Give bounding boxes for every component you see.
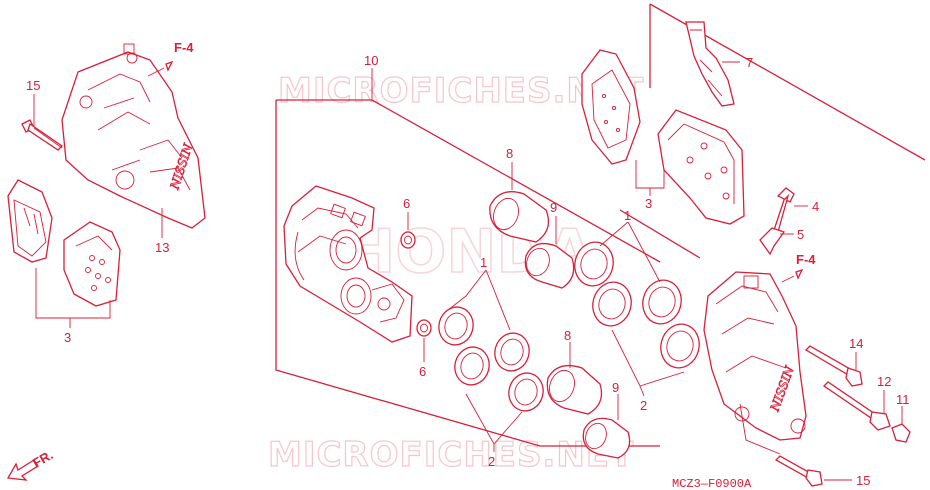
watermark-bottom: MICROFICHES.NET — [268, 435, 634, 475]
callout-10: 10 — [364, 53, 378, 68]
clip-5 — [759, 227, 786, 256]
seal-set-right — [574, 241, 700, 369]
callout-6-lower: 6 — [419, 364, 426, 379]
pin-4 — [773, 187, 795, 233]
callout-7: 7 — [746, 55, 753, 70]
right-pad-b — [657, 109, 745, 225]
plug-6-upper — [400, 231, 416, 249]
bolt-14 — [804, 345, 863, 387]
callout-9-lower: 9 — [612, 380, 619, 395]
left-pad-a — [7, 179, 53, 263]
piston-8-lower — [546, 364, 603, 415]
dust-seal-9-lower — [582, 417, 631, 459]
diagram-code: MCZ3—F0900A — [672, 477, 752, 490]
bolt-15-lower — [774, 455, 823, 487]
callout-8-upper: 8 — [506, 146, 513, 161]
callout-1-left: 1 — [480, 255, 487, 270]
right-caliper: NISSIN — [703, 271, 807, 441]
pad-shim-7 — [685, 21, 735, 107]
callout-6-upper: 6 — [403, 196, 410, 211]
callout-8-lower: 8 — [564, 328, 571, 343]
plug-11 — [891, 423, 911, 443]
callout-2-left: 2 — [488, 454, 495, 469]
callout-13: 13 — [155, 240, 169, 255]
callout-9-upper: 9 — [550, 200, 557, 215]
callout-5: 5 — [797, 227, 804, 242]
center-caliper-body — [283, 185, 413, 343]
dust-seal-9-upper — [524, 242, 575, 289]
callout-3-left: 3 — [64, 330, 71, 345]
callout-14: 14 — [849, 336, 863, 351]
callout-11: 11 — [896, 392, 910, 407]
front-direction-arrow — [6, 459, 39, 481]
seal-set-left — [438, 306, 544, 412]
ref-tag-top-left: F-4 — [174, 40, 194, 55]
callout-1-right: 1 — [624, 208, 631, 223]
right-leaders — [635, 61, 903, 481]
left-caliper: NISSIN — [61, 43, 206, 229]
callout-4: 4 — [812, 199, 819, 214]
left-leaders — [33, 60, 174, 328]
left-pad-b — [63, 221, 121, 307]
piston-8-upper — [489, 191, 550, 243]
ref-tag-right: F-4 — [796, 252, 816, 267]
callout-2-right: 2 — [640, 398, 647, 413]
callout-3-right: 3 — [645, 196, 652, 211]
center-leaders — [371, 68, 685, 452]
callout-12: 12 — [877, 374, 891, 389]
callout-15-bottom: 15 — [856, 473, 870, 488]
plug-6-lower — [416, 319, 432, 337]
callout-15-top: 15 — [26, 78, 40, 93]
bolt-12 — [822, 381, 891, 431]
right-pad-a — [581, 49, 641, 165]
left-bolt-15 — [21, 119, 64, 151]
